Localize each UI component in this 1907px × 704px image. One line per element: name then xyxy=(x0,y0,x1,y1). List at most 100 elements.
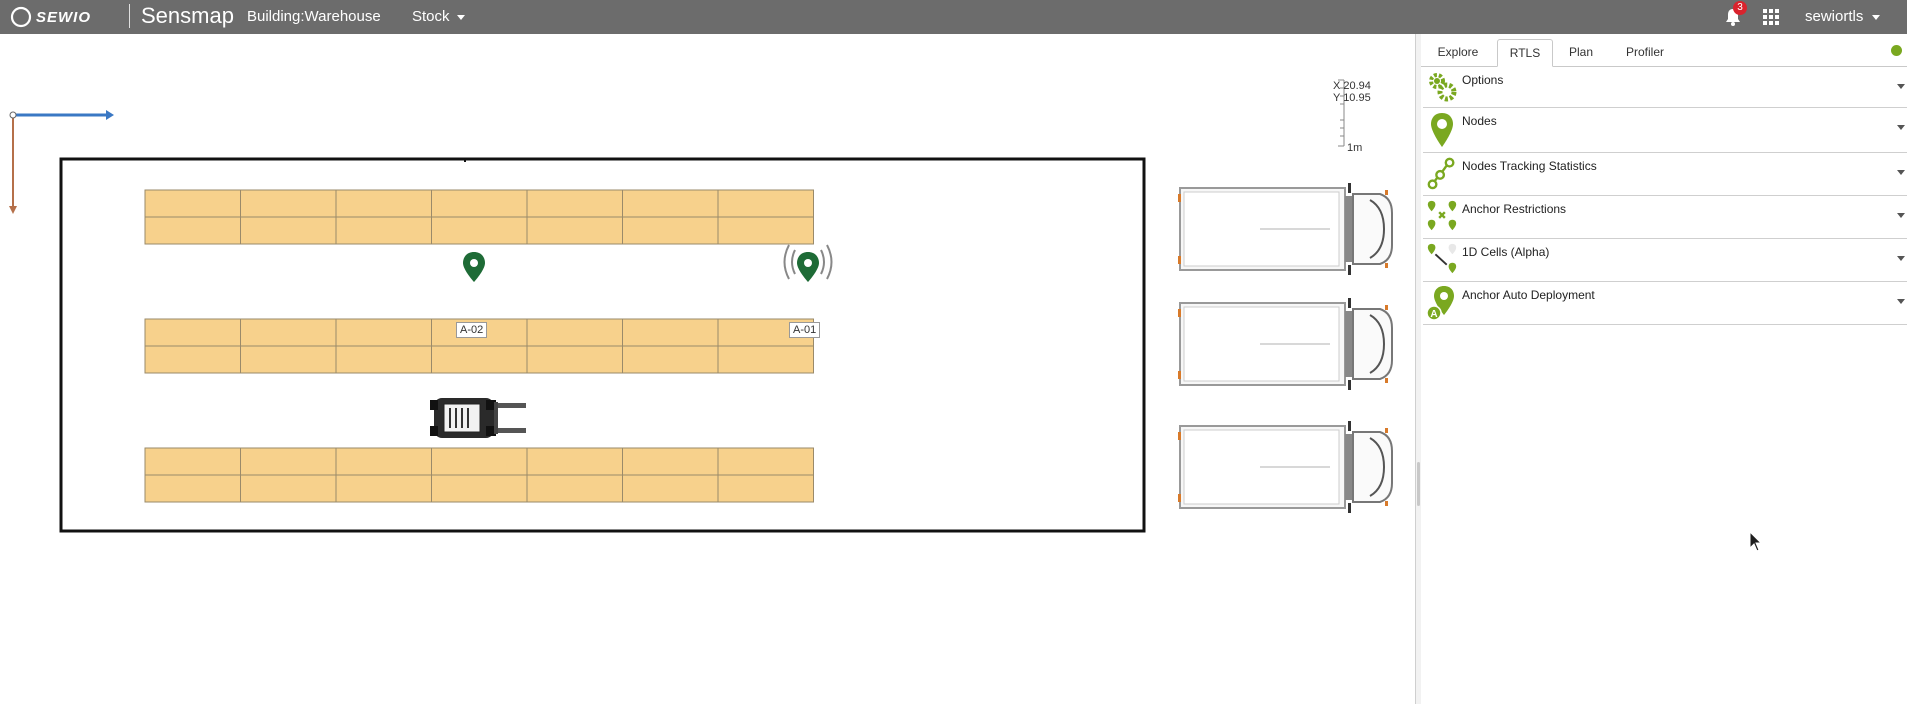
shelf-bay xyxy=(144,345,241,374)
shelf-bay xyxy=(717,345,814,374)
coord-x: X 20.94 xyxy=(1333,80,1371,92)
truck-icon xyxy=(1178,298,1393,390)
gears-icon xyxy=(1429,73,1457,102)
sewio-logo[interactable]: SEWIO xyxy=(10,3,110,31)
section-nodes-tracking-statistics[interactable]: Nodes Tracking Statistics xyxy=(1423,153,1907,196)
brand-name: SEWIO xyxy=(36,8,92,26)
user-menu[interactable]: sewiortls xyxy=(1805,8,1880,25)
shelf-bay xyxy=(335,318,432,347)
forklift-icon xyxy=(430,398,526,438)
caret-down-icon xyxy=(1897,256,1905,261)
tab-rtls[interactable]: RTLS xyxy=(1497,39,1553,67)
caret-down-icon xyxy=(456,14,465,20)
axis-origin xyxy=(9,110,114,214)
shelf-bay xyxy=(526,345,623,374)
section-title: 1D Cells (Alpha) xyxy=(1462,245,1550,259)
trucks xyxy=(1178,183,1393,513)
section-options[interactable]: Options xyxy=(1423,67,1907,108)
caret-down-icon xyxy=(1897,170,1905,175)
tag-label-a01[interactable]: A-01 xyxy=(789,322,821,338)
mouse-cursor-icon xyxy=(1749,531,1763,552)
top-navbar: SEWIO Sensmap Building:Warehouse Stock 3… xyxy=(0,0,1907,34)
nodes-graph-icon xyxy=(1427,157,1455,190)
cursor-coordinates: X 20.94 Y 10.95 xyxy=(1333,80,1371,104)
shelf-bay xyxy=(240,216,337,245)
tag-pin-a01[interactable] xyxy=(797,252,819,282)
shelf-bay xyxy=(144,318,241,347)
shelf-bay xyxy=(335,189,432,218)
shelf-bay xyxy=(622,318,719,347)
shelf-bay xyxy=(431,447,528,476)
caret-down-icon xyxy=(1871,14,1880,20)
section-title: Anchor Auto Deployment xyxy=(1462,288,1595,302)
panel-splitter[interactable] xyxy=(1415,34,1421,704)
stock-label: Stock xyxy=(412,8,450,25)
shelf-bay xyxy=(144,216,241,245)
shelf-bay xyxy=(335,474,432,503)
status-ok-icon xyxy=(1891,45,1902,56)
shelf-bay xyxy=(622,189,719,218)
shelf-bay xyxy=(335,345,432,374)
scale-label: 1m xyxy=(1347,142,1363,154)
apps-grid-icon[interactable] xyxy=(1763,9,1779,25)
auto-deploy-icon: A xyxy=(1426,286,1454,321)
floorplan-svg xyxy=(9,79,1393,533)
map-canvas[interactable]: X 20.94 Y 10.95 1m A-02 A-01 xyxy=(0,34,1415,704)
shelf-bay xyxy=(526,447,623,476)
shelf-bay xyxy=(526,318,623,347)
shelf-bay xyxy=(431,189,528,218)
caret-down-icon xyxy=(1897,213,1905,218)
user-name: sewiortls xyxy=(1805,8,1864,25)
section-1d-cells[interactable]: 1D Cells (Alpha) xyxy=(1423,239,1907,282)
side-panel: Explore RTLS Plan Profiler Options Nodes xyxy=(1421,34,1907,704)
shelf-bay xyxy=(240,345,337,374)
splitter-grip[interactable] xyxy=(1417,462,1420,506)
tag-label-a02[interactable]: A-02 xyxy=(456,322,488,338)
anchor-restriction-icon xyxy=(1427,200,1457,231)
tab-plan[interactable]: Plan xyxy=(1568,45,1594,59)
shelf-bay xyxy=(144,447,241,476)
stock-dropdown[interactable]: Stock xyxy=(412,8,465,25)
section-anchor-restrictions[interactable]: Anchor Restrictions xyxy=(1423,196,1907,239)
section-title: Nodes xyxy=(1462,114,1497,128)
shelf-bay xyxy=(240,447,337,476)
shelf-bay xyxy=(622,474,719,503)
section-nodes[interactable]: Nodes xyxy=(1423,108,1907,153)
shelf-bay xyxy=(240,189,337,218)
shelf-bay xyxy=(526,189,623,218)
shelf-bay xyxy=(526,474,623,503)
brand-divider xyxy=(129,4,130,28)
shelf-bay xyxy=(717,189,814,218)
tab-profiler[interactable]: Profiler xyxy=(1625,45,1664,59)
tag-pin-a02[interactable] xyxy=(463,252,485,282)
app-name: Sensmap xyxy=(141,3,234,28)
shelf-bay xyxy=(144,474,241,503)
coord-y: Y 10.95 xyxy=(1333,92,1371,104)
shelf-bay xyxy=(431,474,528,503)
caret-down-icon xyxy=(1897,299,1905,304)
shelf-bay xyxy=(335,447,432,476)
shelf-bay xyxy=(717,474,814,503)
shelf-bay xyxy=(622,447,719,476)
cells-1d-icon xyxy=(1427,243,1457,274)
panel-tabs: Explore RTLS Plan Profiler xyxy=(1421,34,1907,67)
scale-ruler xyxy=(1338,79,1345,147)
section-anchor-auto-deployment[interactable]: A Anchor Auto Deployment xyxy=(1423,282,1907,325)
shelving-racks xyxy=(144,189,814,503)
tab-explore[interactable]: Explore xyxy=(1437,45,1479,59)
notification-badge: 3 xyxy=(1733,1,1747,15)
caret-down-icon xyxy=(1897,125,1905,130)
shelf-bay xyxy=(335,216,432,245)
shelf-bay xyxy=(144,189,241,218)
svg-text:A: A xyxy=(1430,309,1437,320)
shelf-bay xyxy=(240,318,337,347)
shelf-bay xyxy=(240,474,337,503)
signal-waves-icon xyxy=(783,244,833,280)
shelf-bay xyxy=(717,216,814,245)
section-title: Anchor Restrictions xyxy=(1462,202,1567,216)
section-title: Options xyxy=(1462,73,1504,87)
sewio-logo-icon xyxy=(10,6,32,28)
map-pin-icon xyxy=(1431,113,1453,147)
shelf-bay xyxy=(622,216,719,245)
building-selector[interactable]: Building:Warehouse xyxy=(247,8,381,25)
